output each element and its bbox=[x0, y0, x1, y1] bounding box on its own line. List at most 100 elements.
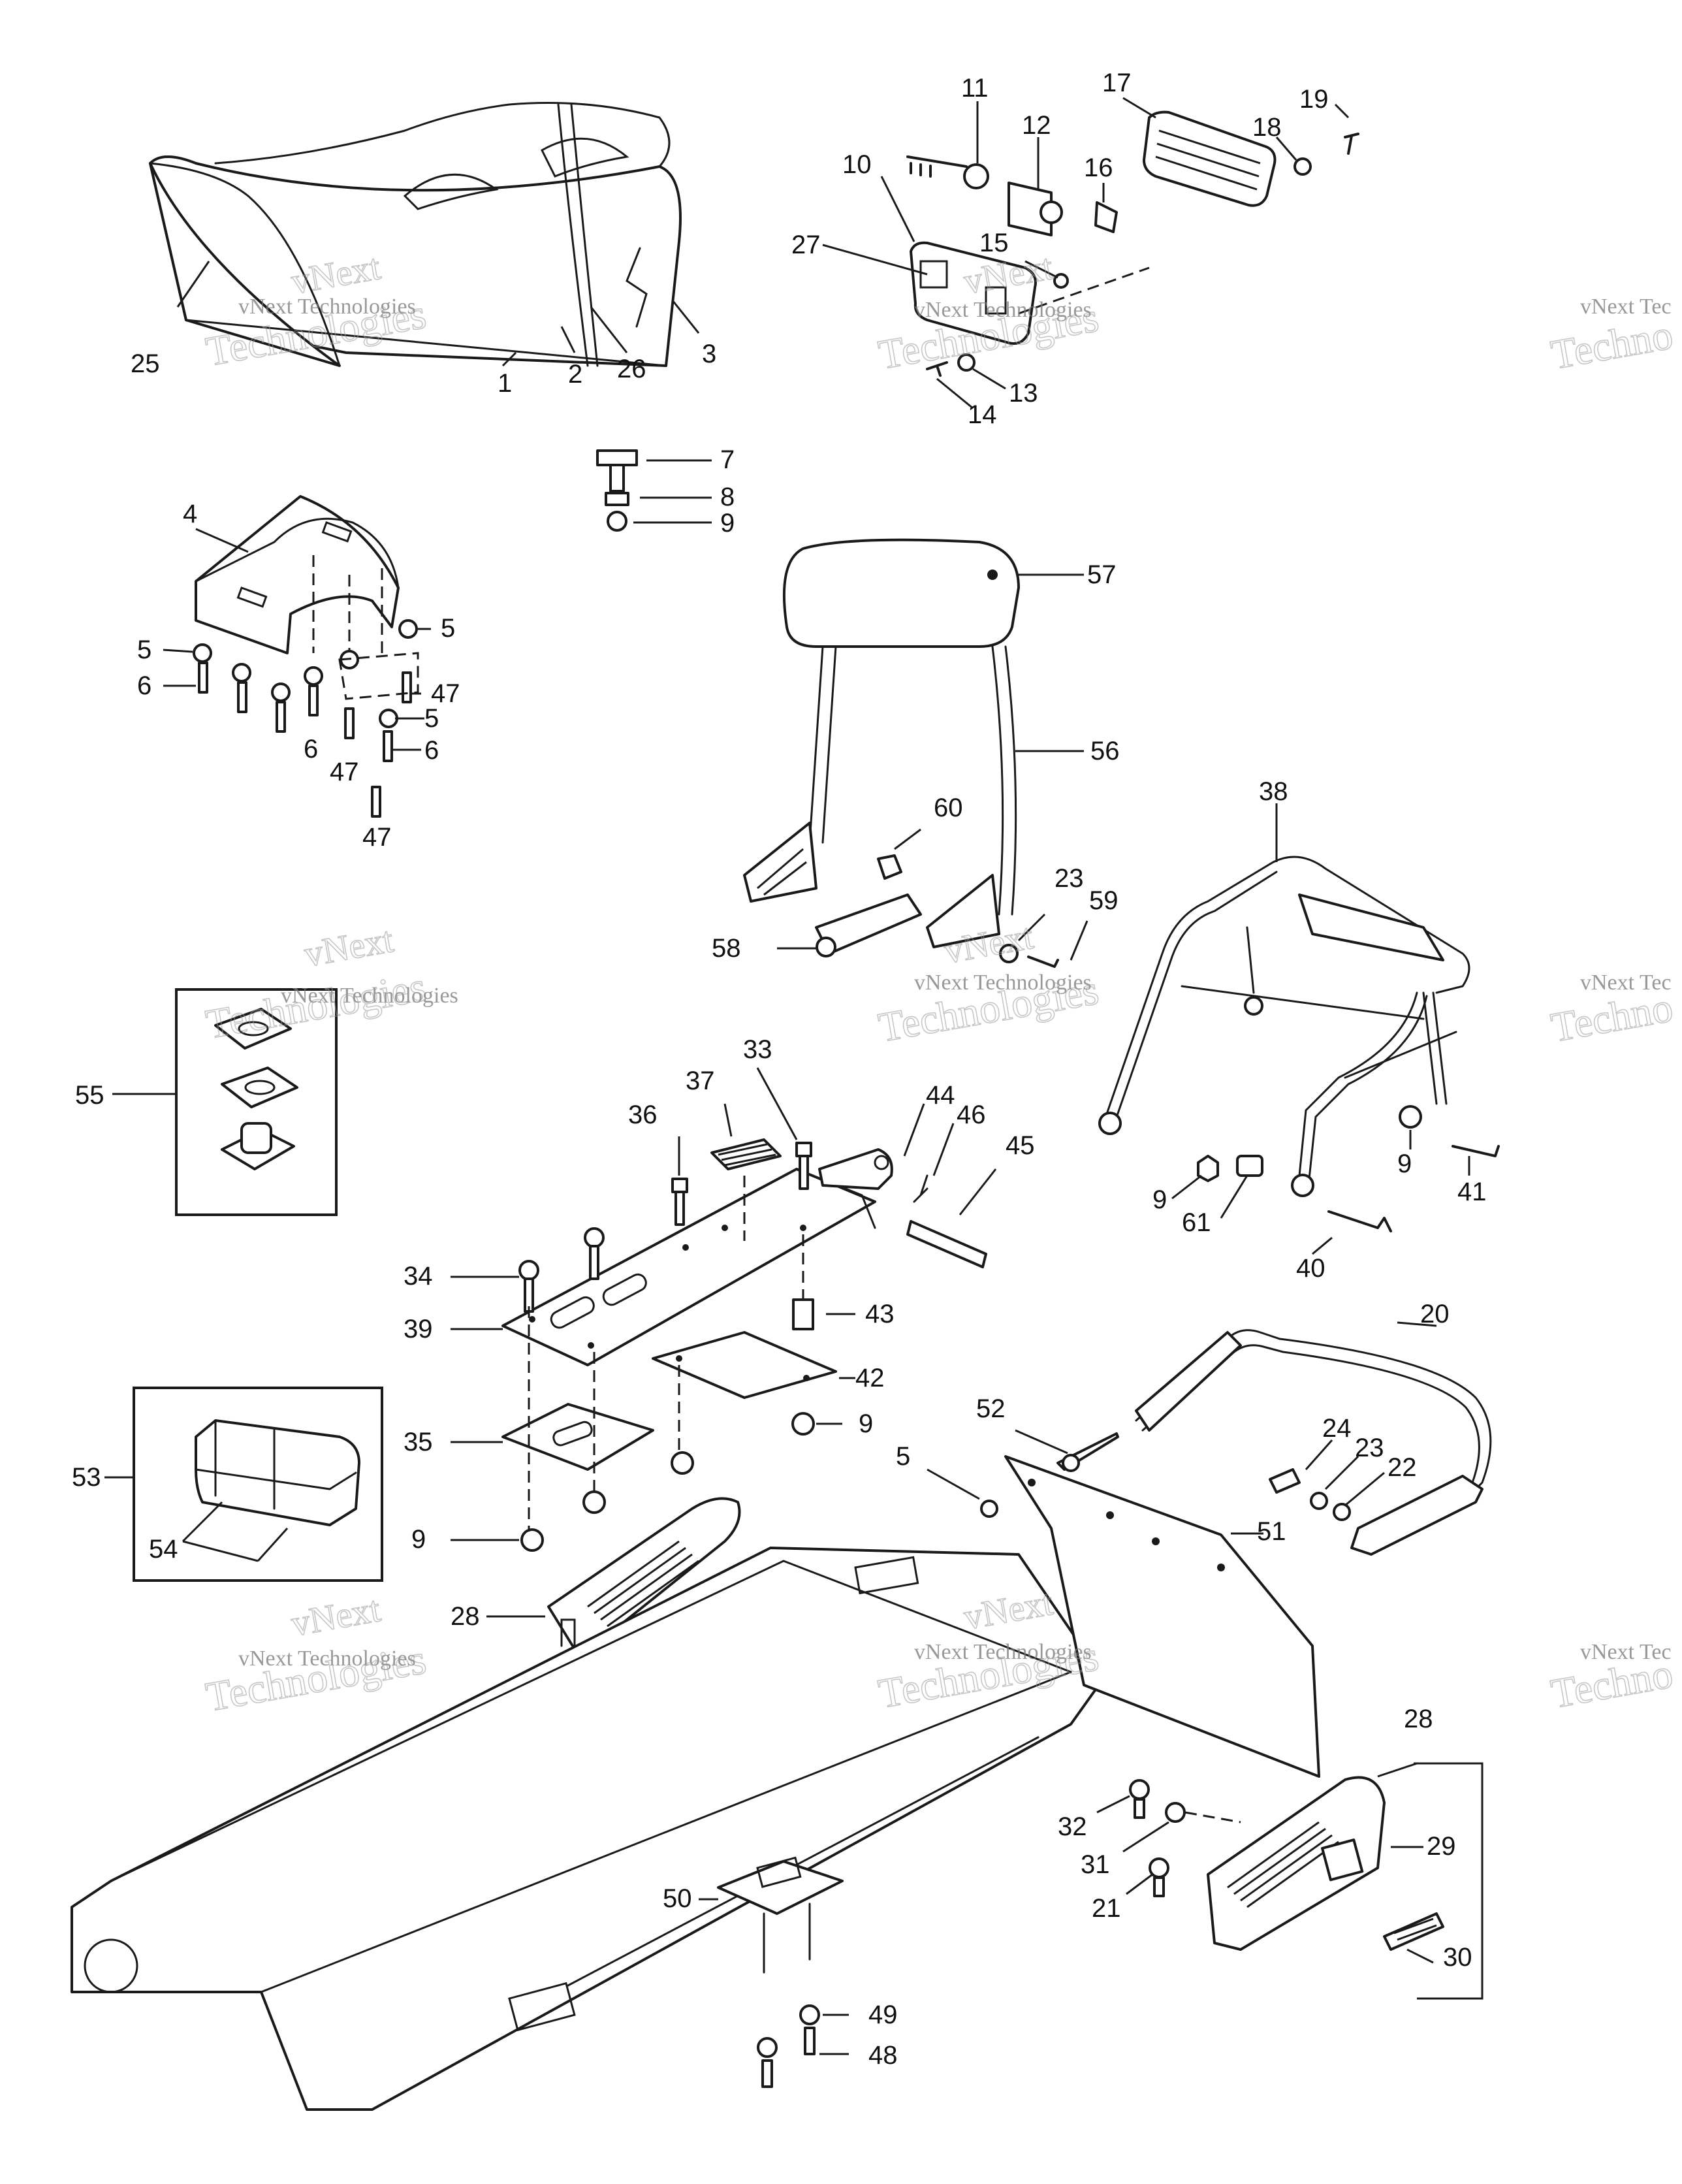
callout-32: 32 bbox=[1058, 1812, 1087, 1841]
callout-53: 53 bbox=[72, 1463, 101, 1492]
callout-29: 29 bbox=[1427, 1832, 1456, 1861]
callout-46: 46 bbox=[957, 1100, 986, 1129]
callout-43: 43 bbox=[865, 1300, 895, 1328]
watermark-outline-partial: Techno bbox=[1547, 984, 1676, 1050]
callout-55: 55 bbox=[75, 1081, 104, 1110]
watermark-outline: Technologies bbox=[202, 963, 429, 1048]
callout-8: 8 bbox=[720, 483, 735, 511]
watermark-text-partial: vNext Tec bbox=[1580, 971, 1672, 995]
callout-14: 14 bbox=[968, 400, 997, 429]
watermark-text: vNext Technologies bbox=[914, 1640, 1092, 1664]
callout-12: 12 bbox=[1022, 111, 1051, 140]
callout-13: 13 bbox=[1009, 379, 1038, 408]
callout-24: 24 bbox=[1322, 1414, 1352, 1443]
watermark-text-partial: vNext Tec bbox=[1580, 295, 1672, 319]
bolt-nut-set bbox=[596, 449, 638, 532]
callout-33: 33 bbox=[743, 1035, 772, 1064]
callout-9-plate: 9 bbox=[859, 1409, 873, 1438]
callout-42: 42 bbox=[855, 1364, 885, 1392]
callout-27: 27 bbox=[791, 231, 821, 259]
mount-kit-parts bbox=[214, 1008, 298, 1170]
callout-9-rack-left: 9 bbox=[1152, 1185, 1167, 1214]
callout-40: 40 bbox=[1296, 1254, 1325, 1283]
callout-28-right: 28 bbox=[1404, 1705, 1433, 1733]
callout-7: 7 bbox=[720, 445, 735, 474]
callout-6-left: 6 bbox=[137, 671, 151, 700]
watermark-text-partial: vNext Tec bbox=[1580, 1640, 1672, 1664]
callout-31: 31 bbox=[1081, 1850, 1110, 1879]
callout-36: 36 bbox=[628, 1100, 658, 1129]
callout-44: 44 bbox=[926, 1081, 955, 1110]
callout-5-mid: 5 bbox=[424, 704, 439, 733]
callout-15: 15 bbox=[979, 229, 1009, 257]
kit-box-55 bbox=[175, 988, 338, 1216]
callout-59: 59 bbox=[1089, 886, 1119, 915]
callout-19: 19 bbox=[1299, 85, 1329, 114]
watermark-outline: vNext bbox=[288, 1589, 383, 1645]
callout-21: 21 bbox=[1092, 1894, 1121, 1923]
seat-riser-block bbox=[193, 495, 419, 818]
callout-26: 26 bbox=[617, 355, 646, 383]
callout-22: 22 bbox=[1388, 1453, 1417, 1482]
callout-54: 54 bbox=[149, 1535, 178, 1564]
callout-58: 58 bbox=[712, 934, 741, 963]
callout-30: 30 bbox=[1443, 1943, 1472, 1972]
callout-1: 1 bbox=[498, 369, 512, 398]
watermark-text: vNext Technologies bbox=[238, 295, 416, 319]
callout-23-upper: 23 bbox=[1055, 864, 1084, 893]
callout-9-rack-right: 9 bbox=[1397, 1149, 1412, 1178]
side-cover-right bbox=[1129, 1776, 1444, 1951]
callout-50: 50 bbox=[663, 1884, 692, 1913]
callout-5-flap: 5 bbox=[896, 1442, 910, 1471]
callout-20: 20 bbox=[1420, 1300, 1450, 1328]
callout-37: 37 bbox=[686, 1067, 715, 1095]
kit-box-53 bbox=[133, 1387, 383, 1582]
callout-6-right: 6 bbox=[424, 736, 439, 765]
seat-assembly bbox=[149, 102, 682, 367]
callout-45: 45 bbox=[1006, 1131, 1035, 1160]
callout-49: 49 bbox=[868, 2000, 898, 2029]
watermark-outline: vNext bbox=[301, 920, 396, 975]
callout-25: 25 bbox=[131, 349, 160, 378]
callout-48: 48 bbox=[868, 2041, 898, 2070]
callout-5-left: 5 bbox=[137, 635, 151, 664]
callout-52: 52 bbox=[976, 1394, 1006, 1423]
callout-9-lower: 9 bbox=[411, 1525, 426, 1554]
callout-34: 34 bbox=[404, 1262, 433, 1291]
callout-23-lower: 23 bbox=[1355, 1434, 1384, 1462]
callout-2: 2 bbox=[568, 360, 582, 389]
callout-60: 60 bbox=[934, 794, 963, 822]
watermark-outline-partial: Techno bbox=[1547, 1650, 1676, 1716]
callout-41: 41 bbox=[1457, 1178, 1487, 1206]
callout-18: 18 bbox=[1252, 113, 1282, 142]
rear-bumper bbox=[1135, 1329, 1492, 1556]
watermark-text: vNext Technologies bbox=[914, 298, 1092, 322]
taillight-assembly bbox=[906, 110, 1359, 377]
callout-47-right: 47 bbox=[431, 679, 460, 708]
callout-4: 4 bbox=[183, 500, 197, 528]
callout-5-right: 5 bbox=[441, 614, 455, 643]
callout-51: 51 bbox=[1257, 1517, 1286, 1546]
callout-47-center: 47 bbox=[330, 758, 359, 786]
luggage-rack bbox=[1098, 856, 1500, 1232]
hitch-plate-assembly bbox=[501, 1138, 987, 1552]
watermark-text: vNext Technologies bbox=[238, 1646, 416, 1671]
watermark-text: vNext Technologies bbox=[914, 971, 1092, 995]
callout-17: 17 bbox=[1102, 69, 1132, 97]
callout-47-bottom: 47 bbox=[362, 823, 392, 852]
tunnel-chassis bbox=[71, 1547, 1105, 2111]
callout-16: 16 bbox=[1084, 153, 1113, 182]
callout-11: 11 bbox=[961, 74, 989, 103]
callout-35: 35 bbox=[404, 1428, 433, 1456]
watermark-outline-partial: Techno bbox=[1547, 311, 1676, 377]
watermark-text: vNext Technologies bbox=[281, 984, 458, 1008]
snow-flap bbox=[980, 1432, 1320, 1778]
callout-28-left: 28 bbox=[451, 1602, 480, 1631]
callout-57: 57 bbox=[1087, 560, 1117, 589]
pad-kit bbox=[195, 1419, 360, 1526]
callout-3: 3 bbox=[702, 340, 716, 368]
callout-61: 61 bbox=[1182, 1208, 1211, 1237]
callout-38: 38 bbox=[1259, 777, 1288, 806]
callout-39: 39 bbox=[404, 1315, 433, 1343]
